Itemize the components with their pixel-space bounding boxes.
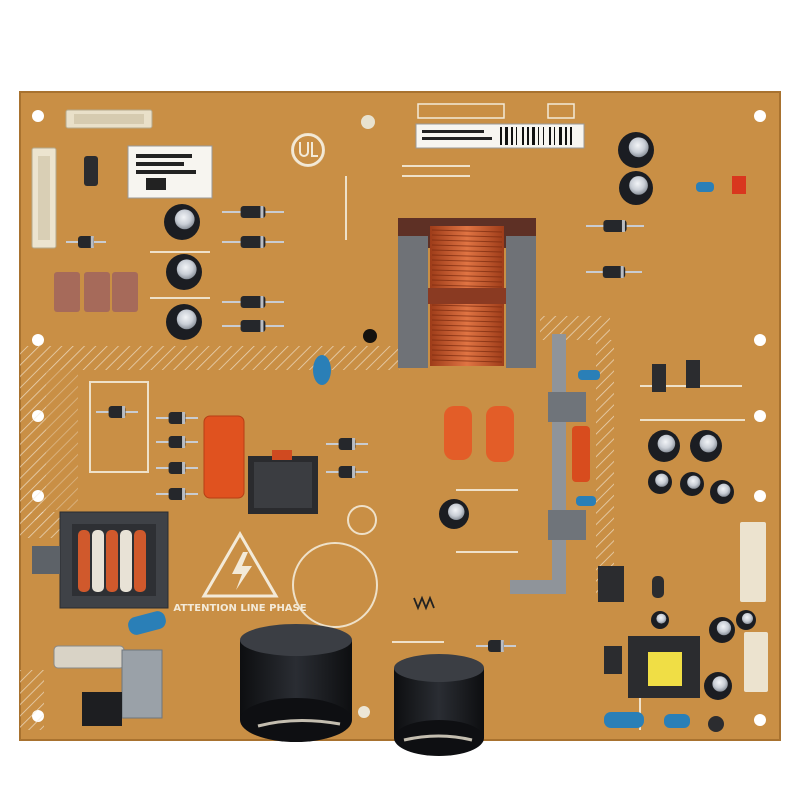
isolation-hatching [20, 316, 614, 730]
main-transformer [398, 218, 536, 368]
heatsink-bracket [510, 334, 586, 594]
aux-transformer [628, 636, 700, 698]
connector-left [31, 147, 57, 249]
capacitors-small [164, 132, 756, 700]
sticker-label-left [127, 145, 213, 199]
axial-diodes [66, 206, 644, 652]
ceramic-resistors [740, 522, 768, 692]
power-resistors [54, 272, 138, 312]
ink-mark [413, 595, 435, 611]
ul-logo-icon [292, 134, 324, 166]
fuse-and-socket [53, 645, 163, 726]
transistors [84, 156, 724, 732]
warning-label: ATTENTION LINE PHASE [173, 603, 306, 614]
sticker-label-top [417, 103, 575, 119]
film-capacitors [203, 176, 746, 499]
small-transformer [32, 511, 169, 609]
connector-top [65, 109, 153, 129]
grommet [358, 706, 370, 718]
bulk-capacitor-right [394, 654, 484, 756]
board-hole [363, 329, 377, 343]
sticker-label-barcode [415, 123, 585, 149]
bulk-capacitor-left [240, 624, 352, 742]
ic-module [248, 450, 318, 514]
warning-triangle-icon [201, 531, 279, 598]
blue-capacitors [128, 182, 714, 728]
